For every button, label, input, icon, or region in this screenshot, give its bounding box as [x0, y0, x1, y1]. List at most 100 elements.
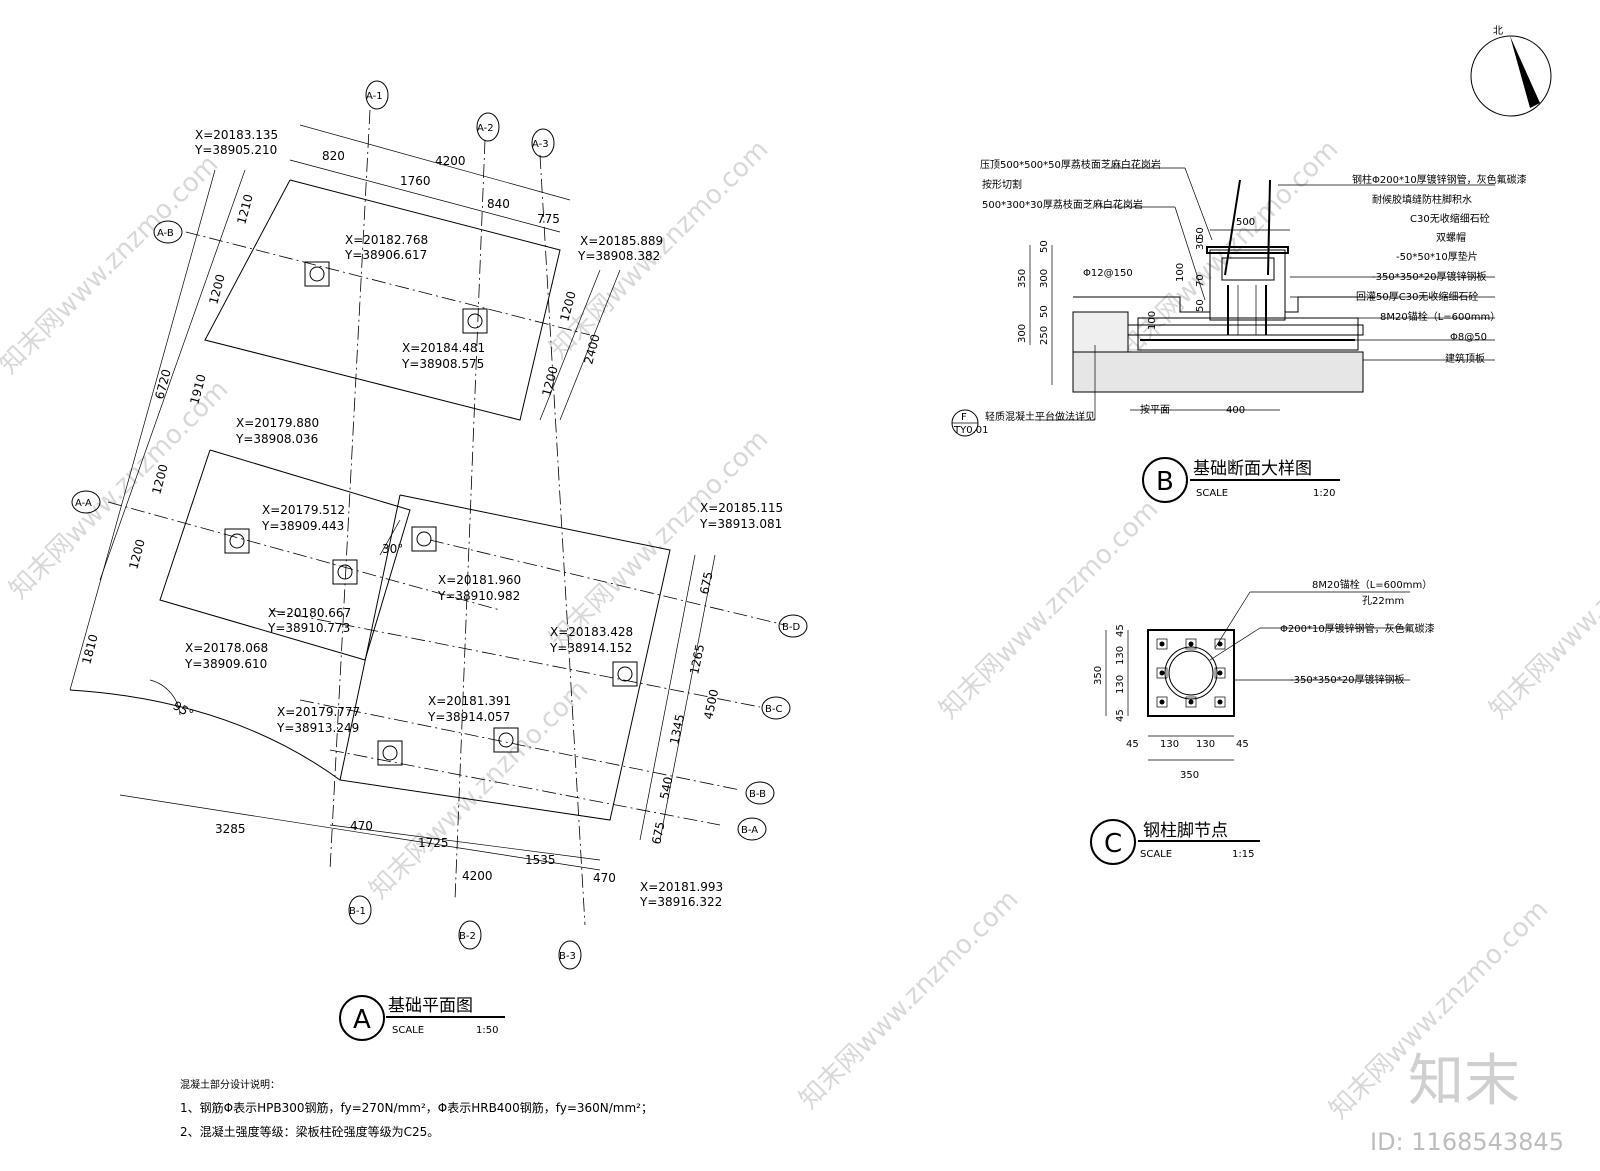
svg-text:X=20182.768: X=20182.768	[345, 233, 428, 247]
grid-bubble-ba: B-A	[737, 817, 767, 841]
svg-text:F: F	[961, 412, 967, 423]
dim-label: 45	[1126, 739, 1139, 750]
section-note-right: Φ8@50	[1450, 332, 1487, 343]
svg-text:B: B	[1156, 467, 1174, 497]
svg-text:Y=38908.382: Y=38908.382	[577, 249, 660, 263]
svg-text:B-D: B-D	[782, 622, 800, 633]
svg-text:X=20180.667: X=20180.667	[268, 606, 351, 620]
dim-label: 470	[350, 819, 373, 833]
base-plate	[462, 308, 488, 334]
dim-label: 1810	[79, 633, 100, 666]
dim-label: 1210	[234, 193, 255, 226]
base-plate	[332, 559, 358, 585]
dim-label: 4200	[462, 869, 493, 883]
svg-text:基础平面图: 基础平面图	[388, 996, 473, 1016]
svg-text:轻质混凝土平台做法详见: 轻质混凝土平台做法详见	[985, 410, 1095, 423]
svg-text:X=20183.428: X=20183.428	[550, 625, 633, 639]
dim-label: 130	[1160, 739, 1179, 750]
watermark-text: 知末网www.znzmo.com	[794, 884, 1025, 1115]
north-label: 北	[1493, 25, 1503, 37]
section-note-left: 500*300*30厚荔枝面芝麻白花岗岩	[982, 198, 1143, 211]
svg-text:X=20181.960: X=20181.960	[438, 573, 521, 587]
base-plate	[612, 661, 638, 687]
dim-label: 45	[1236, 739, 1249, 750]
svg-text:Y=38908.575: Y=38908.575	[401, 357, 484, 371]
dim-label: 3285	[215, 822, 246, 836]
svg-text:SCALE: SCALE	[1140, 849, 1172, 860]
dim-label: 540	[657, 775, 675, 800]
watermark-text: 知末网www.znzmo.com	[0, 149, 224, 380]
north-arrow: 北	[1470, 25, 1552, 117]
grid-bubble-a1: A-1	[365, 80, 389, 110]
section-note-right: 耐候胶填缝防柱脚积水	[1372, 193, 1472, 206]
section-note-right: -50*50*10厚垫片	[1396, 250, 1478, 263]
section-note-right: 回灌50厚C30无收缩细石砼	[1356, 290, 1478, 303]
dim-label: 50	[1039, 305, 1050, 318]
notes-line: 2、混凝土强度等级：梁板柱砼强度等级为C25。	[180, 1124, 439, 1139]
svg-text:B-B: B-B	[749, 789, 766, 800]
watermark-text: 知末网www.znzmo.com	[544, 424, 775, 655]
notes-line: 1、钢筋Φ表示HPB300钢筋，fy=270N/mm²，Φ表示HRB400钢筋，…	[180, 1100, 653, 1115]
anchor-bolt	[1156, 638, 1168, 650]
design-notes: 混凝土部分设计说明： 1、钢筋Φ表示HPB300钢筋，fy=270N/mm²，Φ…	[180, 1078, 653, 1139]
section-note-left: 压顶500*500*50厚荔枝面芝麻白花岗岩	[980, 158, 1161, 171]
svg-text:X=20181.391: X=20181.391	[428, 694, 511, 708]
svg-text:X=20179.880: X=20179.880	[236, 416, 319, 430]
svg-text:Y=38914.152: Y=38914.152	[549, 641, 632, 655]
anchor-bolt	[1214, 667, 1226, 679]
dim-label: 50	[1195, 299, 1206, 312]
column-base-node: 8M20锚栓（L=600mm） 孔22mm Φ200*10厚镀锌钢管，灰色氟碳漆…	[1090, 578, 1435, 865]
svg-text:X=20179.512: X=20179.512	[262, 503, 345, 517]
section-note-right: -350*350*20厚镀锌钢板	[1372, 270, 1487, 283]
anchor-bolt	[1156, 667, 1168, 679]
grid-bubble-aa: A-A	[71, 490, 101, 514]
anchor-bolt	[1156, 696, 1168, 708]
dim-label: 130	[1115, 675, 1126, 694]
section-note-right: 8M20锚栓（L=600mm）	[1380, 310, 1500, 323]
grid-bubble-bc: B-C	[761, 696, 791, 720]
anchor-bolt	[1185, 696, 1197, 708]
dim-label: 130	[1115, 646, 1126, 665]
dim-label: 按平面	[1140, 403, 1170, 416]
svg-text:X=20181.993: X=20181.993	[640, 880, 723, 894]
section-note-right: 钢柱Φ200*10厚镀锌钢管，灰色氟碳漆	[1352, 173, 1527, 186]
svg-text:X=20179.777: X=20179.777	[277, 705, 360, 719]
dim-label: 350	[1017, 269, 1028, 288]
dim-label: 500	[1236, 217, 1255, 228]
dim-label: 100	[1147, 311, 1158, 330]
grid-bubble-bb: B-B	[745, 781, 775, 805]
svg-text:B-C: B-C	[765, 704, 782, 715]
node-note: -350*350*20厚镀锌钢板	[1290, 673, 1405, 686]
anchor-bolt	[1185, 638, 1197, 650]
watermark-text: 知末网www.znzmo.com	[1484, 494, 1600, 725]
dim-label: 840	[487, 197, 510, 211]
svg-text:Y=38906.617: Y=38906.617	[344, 248, 427, 262]
node-note: 8M20锚栓（L=600mm）	[1312, 578, 1432, 591]
base-plate	[493, 727, 519, 753]
dim-label: 4200	[435, 154, 466, 168]
grid-bubble-b2: B-2	[458, 920, 482, 950]
svg-text:C: C	[1104, 829, 1122, 859]
svg-text:Y=38908.036: Y=38908.036	[235, 432, 318, 446]
dim-label: 50	[1039, 240, 1050, 253]
svg-text:1:20: 1:20	[1313, 488, 1335, 499]
foundation-plan: A-1 A-2 A-3 A-B A-A B-D B-C B-B B-A B-1 …	[69, 80, 808, 1041]
grid-bubble-b3: B-3	[558, 940, 582, 970]
svg-text:A-3: A-3	[532, 139, 549, 150]
dim-label: 1200	[126, 538, 147, 571]
section-note-right: 建筑顶板	[1445, 352, 1485, 365]
svg-text:TY0.01: TY0.01	[953, 425, 988, 436]
grid-bubble-bd: B-D	[778, 614, 808, 638]
dim-label: 250	[1039, 326, 1050, 345]
